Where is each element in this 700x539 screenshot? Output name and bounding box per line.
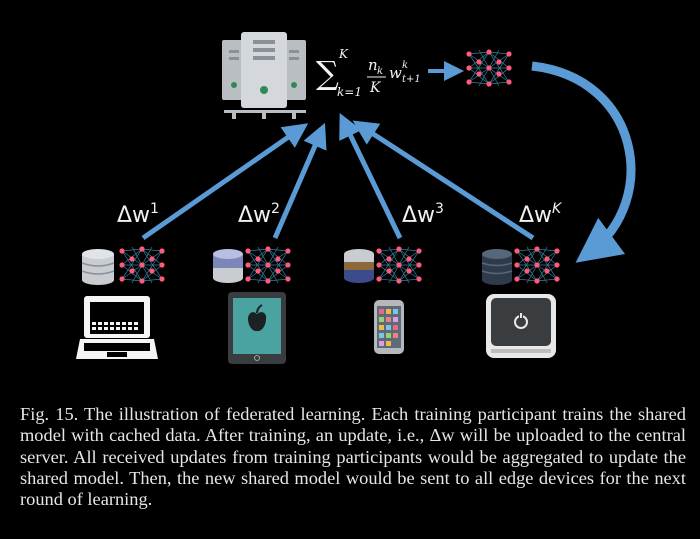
database-icon bbox=[81, 249, 115, 285]
local-model-network-icon bbox=[513, 245, 561, 285]
database-icon bbox=[213, 249, 243, 283]
participant-K bbox=[481, 245, 561, 358]
database-icon bbox=[344, 249, 374, 283]
weight-symbol: w bbox=[389, 64, 402, 82]
aggregation-formula: ∑ K k=1 n k K w k t+1 bbox=[316, 47, 421, 99]
fraction-numerator: n bbox=[368, 56, 378, 74]
federated-learning-diagram: ∑ K k=1 n k K w k t+1 Δw1 Δw2 Δw3 ΔwK bbox=[76, 32, 636, 364]
participant-1 bbox=[76, 245, 166, 359]
update-label-2: Δw2 bbox=[238, 201, 280, 228]
fraction-numerator-subscript: k bbox=[377, 66, 383, 77]
fraction-denominator: K bbox=[369, 80, 382, 96]
sum-lower-limit: k=1 bbox=[337, 85, 362, 99]
laptop-icon bbox=[76, 296, 158, 359]
local-model-network-icon bbox=[375, 245, 423, 285]
local-model-network-icon bbox=[244, 245, 292, 285]
smartphone-icon bbox=[374, 300, 404, 354]
distribute-model-arrow bbox=[531, 61, 636, 263]
participant-2 bbox=[213, 245, 292, 364]
figure-caption: Fig. 15. The illustration of federated l… bbox=[20, 404, 686, 510]
weight-superscript: k bbox=[402, 60, 408, 71]
sum-symbol: ∑ bbox=[316, 54, 339, 92]
sum-upper-limit: K bbox=[338, 47, 349, 61]
participant-3 bbox=[344, 245, 423, 354]
update-arrow-1 bbox=[141, 123, 309, 241]
server-icon bbox=[222, 32, 306, 119]
tablet-apple-icon bbox=[228, 292, 286, 364]
update-arrow-2 bbox=[272, 122, 327, 239]
update-arrow-K bbox=[352, 120, 535, 241]
update-label-1: Δw1 bbox=[117, 201, 159, 228]
weight-subscript: t+1 bbox=[402, 74, 421, 85]
shared-model-network-icon bbox=[465, 48, 513, 88]
update-label-3: Δw3 bbox=[402, 201, 444, 228]
mac-mini-icon bbox=[486, 294, 556, 358]
update-label-K: ΔwK bbox=[519, 201, 563, 228]
update-arrow-3 bbox=[339, 112, 403, 240]
local-model-network-icon bbox=[118, 245, 166, 285]
database-icon bbox=[481, 249, 513, 285]
